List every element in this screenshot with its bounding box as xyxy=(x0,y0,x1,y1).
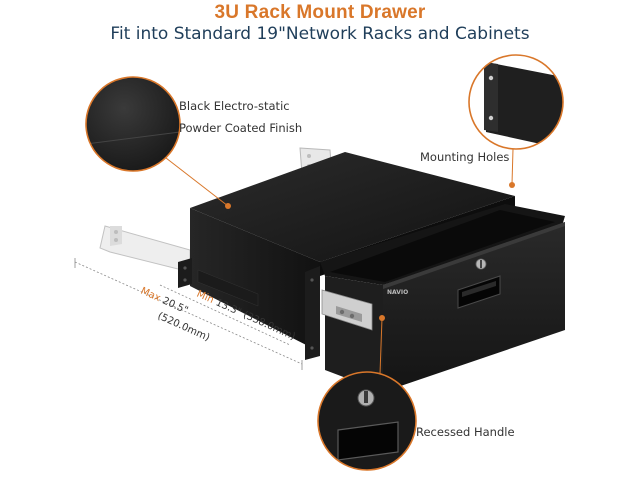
handle-leader-line xyxy=(379,317,383,375)
finish-callout-line2: Powder Coated Finish xyxy=(179,121,303,135)
handle-leader-dot xyxy=(379,315,385,321)
handle-callout-label: Recessed Handle xyxy=(416,425,515,439)
finish-callout-label: Black Electro-static Powder Coated Finis… xyxy=(179,95,302,139)
finish-leader-dot xyxy=(225,203,231,209)
mounting-leader-line xyxy=(511,148,514,185)
drawer-slide-rail xyxy=(321,289,373,331)
product-title: 3U Rack Mount Drawer xyxy=(214,2,426,23)
finish-zoom-circle xyxy=(85,76,181,172)
drawer-box xyxy=(320,204,565,392)
recessed-handle xyxy=(457,275,501,309)
dimension-lines xyxy=(74,258,303,370)
mounting-leader-dot xyxy=(509,182,515,188)
front-mounting-ear xyxy=(178,258,320,360)
side-rail-bracket xyxy=(99,225,191,273)
mounting-callout-label: Mounting Holes xyxy=(420,150,510,164)
handle-zoom-circle xyxy=(317,371,417,471)
finish-leader-line xyxy=(165,157,229,207)
mounting-zoom-circle xyxy=(468,54,564,150)
brand-logo: NAVIO xyxy=(387,289,408,296)
finish-callout-line1: Black Electro-static xyxy=(179,99,290,113)
product-subtitle: Fit into Standard 19"Network Racks and C… xyxy=(110,24,530,44)
drawer-lock xyxy=(475,258,487,270)
